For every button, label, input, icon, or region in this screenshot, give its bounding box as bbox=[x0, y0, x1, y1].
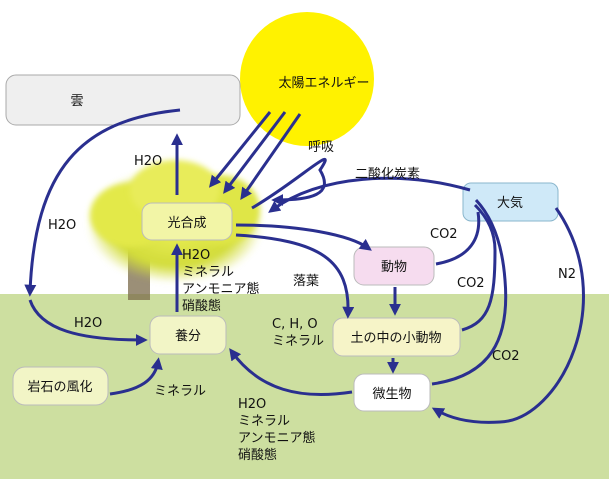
uptake-line-2: ミネラル bbox=[182, 265, 234, 280]
sun-label: 太陽エネルギー bbox=[278, 76, 369, 91]
feeding-arrow bbox=[235, 223, 372, 251]
carbon-dioxide-label: 二酸化炭素 bbox=[355, 167, 420, 182]
decomposition-arrow bbox=[229, 348, 353, 396]
sunlight-arrow-2 bbox=[223, 111, 287, 194]
decomposition-line-3: アンモニア態 bbox=[238, 430, 315, 446]
co2-label-b: CO2 bbox=[457, 276, 485, 291]
co2-arrow-soil bbox=[461, 203, 497, 332]
h2o-left-label: H2O bbox=[48, 218, 76, 233]
weathering-box bbox=[12, 366, 109, 406]
uptake-line-4: 硝酸態 bbox=[182, 298, 221, 314]
weathering-arrow bbox=[109, 357, 163, 396]
microbes-box bbox=[353, 373, 431, 412]
decomposition-line-2: ミネラル bbox=[238, 414, 290, 429]
co2-arrow-microbes bbox=[431, 198, 508, 386]
decomposition-line-4: 硝酸態 bbox=[238, 447, 277, 463]
soil-input-labels: C, H, O ミネラル bbox=[272, 317, 324, 349]
uptake-line-3: アンモニア態 bbox=[182, 281, 259, 297]
weathering-minerals-label: ミネラル bbox=[154, 384, 206, 399]
soil-input-line-2: ミネラル bbox=[272, 334, 324, 349]
cloud-label: 雲 bbox=[70, 94, 83, 109]
co2-arrow-animals bbox=[435, 211, 481, 266]
animals-label: 動物 bbox=[381, 260, 407, 275]
weathering-label: 岩石の風化 bbox=[27, 380, 92, 395]
sunlight-arrow-3 bbox=[240, 113, 302, 200]
animals-box bbox=[353, 246, 435, 286]
fallen-leaves-label: 落葉 bbox=[293, 274, 319, 289]
nutrients-label: 養分 bbox=[175, 328, 201, 344]
microbes-label: 微生物 bbox=[372, 387, 411, 402]
sunlight-arrow-1 bbox=[208, 111, 272, 188]
photosynthesis-label: 光合成 bbox=[167, 216, 206, 231]
co2-label-a: CO2 bbox=[430, 227, 458, 242]
carbon-dioxide-arrow bbox=[268, 176, 471, 213]
cloud-box bbox=[5, 74, 241, 126]
soil-animals-box bbox=[332, 317, 461, 357]
groundwater-arrow bbox=[28, 299, 148, 346]
nitrogen-arrow bbox=[431, 207, 585, 424]
photosynthesis-box bbox=[141, 202, 233, 241]
decomposition-line-1: H2O bbox=[238, 397, 266, 412]
nutrients-box bbox=[149, 315, 227, 355]
atmosphere-label: 大気 bbox=[497, 195, 523, 211]
co2-label-c: CO2 bbox=[492, 349, 520, 364]
respiration-label: 呼吸 bbox=[308, 140, 334, 155]
fallen-leaves-arrow bbox=[235, 233, 355, 319]
soil-animals-label: 土の中の小動物 bbox=[350, 331, 441, 346]
decomposition-labels: H2O ミネラル アンモニア態 硝酸態 bbox=[238, 397, 315, 463]
plant-uptake-labels: H2O ミネラル アンモニア態 硝酸態 bbox=[182, 248, 259, 314]
n2-label: N2 bbox=[558, 267, 576, 282]
soil-input-line-1: C, H, O bbox=[272, 317, 318, 332]
sun-icon bbox=[240, 12, 374, 146]
uptake-line-1: H2O bbox=[182, 248, 210, 263]
rain-arrow bbox=[24, 108, 181, 297]
h2o-up-label: H2O bbox=[134, 154, 162, 169]
h2o-ground-label: H2O bbox=[74, 316, 102, 331]
respiration-arrow bbox=[251, 157, 327, 210]
